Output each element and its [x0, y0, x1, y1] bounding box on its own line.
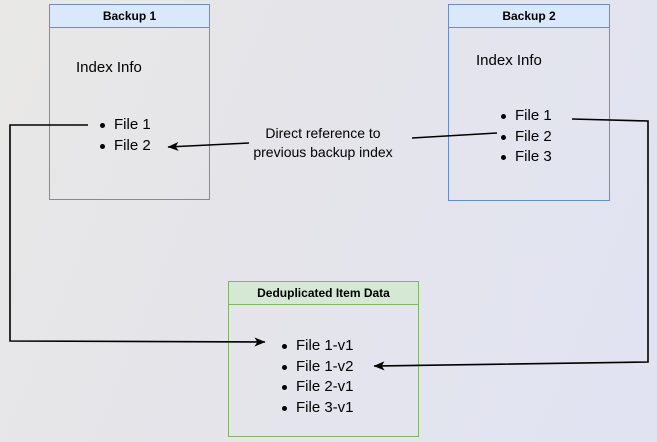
backup2-title: Backup 2 — [449, 5, 609, 28]
direct-reference-label-line2: previous backup index — [253, 144, 393, 160]
file-list-item: File 2 — [501, 127, 552, 148]
file-list-item: File 1 — [100, 115, 151, 136]
direct-reference-label: Direct reference to previous backup inde… — [223, 124, 423, 162]
backup1-title: Backup 1 — [50, 5, 209, 28]
file-list-item: File 2-v1 — [282, 377, 354, 398]
file-list-item: File 3 — [501, 147, 552, 168]
file-list-item: File 2 — [100, 136, 151, 157]
backup2-index-info-label: Index Info — [476, 52, 542, 69]
file-list-item: File 1 — [501, 106, 552, 127]
file-list-item: File 1-v2 — [282, 357, 354, 378]
direct-reference-label-line1: Direct reference to — [265, 125, 381, 141]
file-list-item: File 1-v1 — [282, 336, 354, 357]
dedup-store-title: Deduplicated Item Data — [229, 282, 418, 305]
backup1-index-info-label: Index Info — [76, 59, 142, 76]
file-list-item: File 3-v1 — [282, 398, 354, 419]
